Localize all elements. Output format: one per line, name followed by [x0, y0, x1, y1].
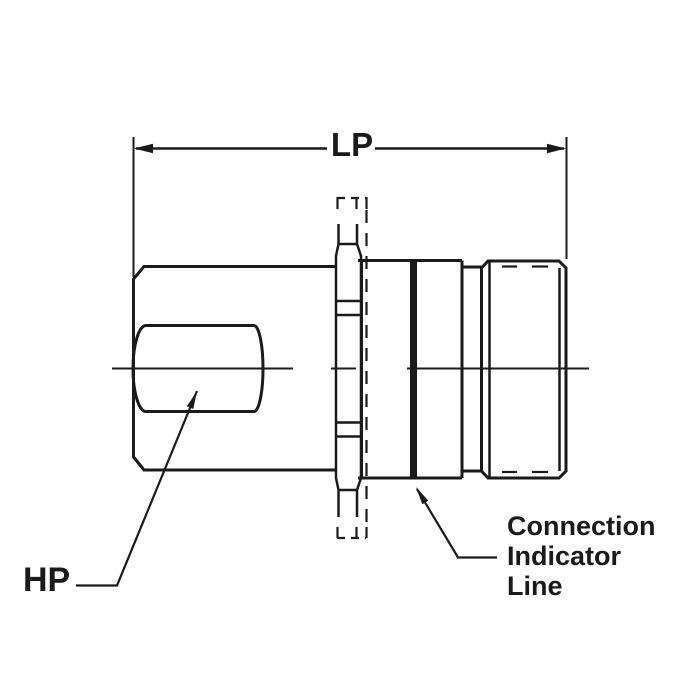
- connection-indicator-label: Connection Indicator Line: [507, 511, 656, 601]
- lp-dimension-label: LP: [330, 126, 374, 163]
- cylinder-right-arc: [253, 324, 265, 413]
- connection-indicator-label-line2: Indicator: [507, 541, 622, 571]
- right-arrowhead-icon: [547, 143, 566, 154]
- panel-phantom-lines: [336, 196, 368, 540]
- thread-dashed-lines: [502, 265, 548, 474]
- cylinder-left-arc: [131, 324, 147, 413]
- panel-mount-ferrule: [334, 224, 363, 517]
- hp-port-cylinder: [131, 324, 265, 413]
- left-arrowhead-icon: [134, 143, 153, 154]
- connection-indicator-label-line3: Line: [507, 571, 563, 601]
- end-cap: [480, 259, 568, 480]
- hp-leader-arrowhead-icon: [186, 391, 197, 409]
- connection-indicator-line-mark: [410, 261, 417, 478]
- lp-dimension: [132, 137, 568, 277]
- connection-indicator-label-line1: Connection: [507, 511, 656, 541]
- connection-leader-arrowhead-icon: [416, 487, 429, 505]
- hp-leader: [76, 390, 199, 587]
- connection-indicator-leader: [416, 487, 497, 559]
- hp-label: HP: [23, 561, 71, 599]
